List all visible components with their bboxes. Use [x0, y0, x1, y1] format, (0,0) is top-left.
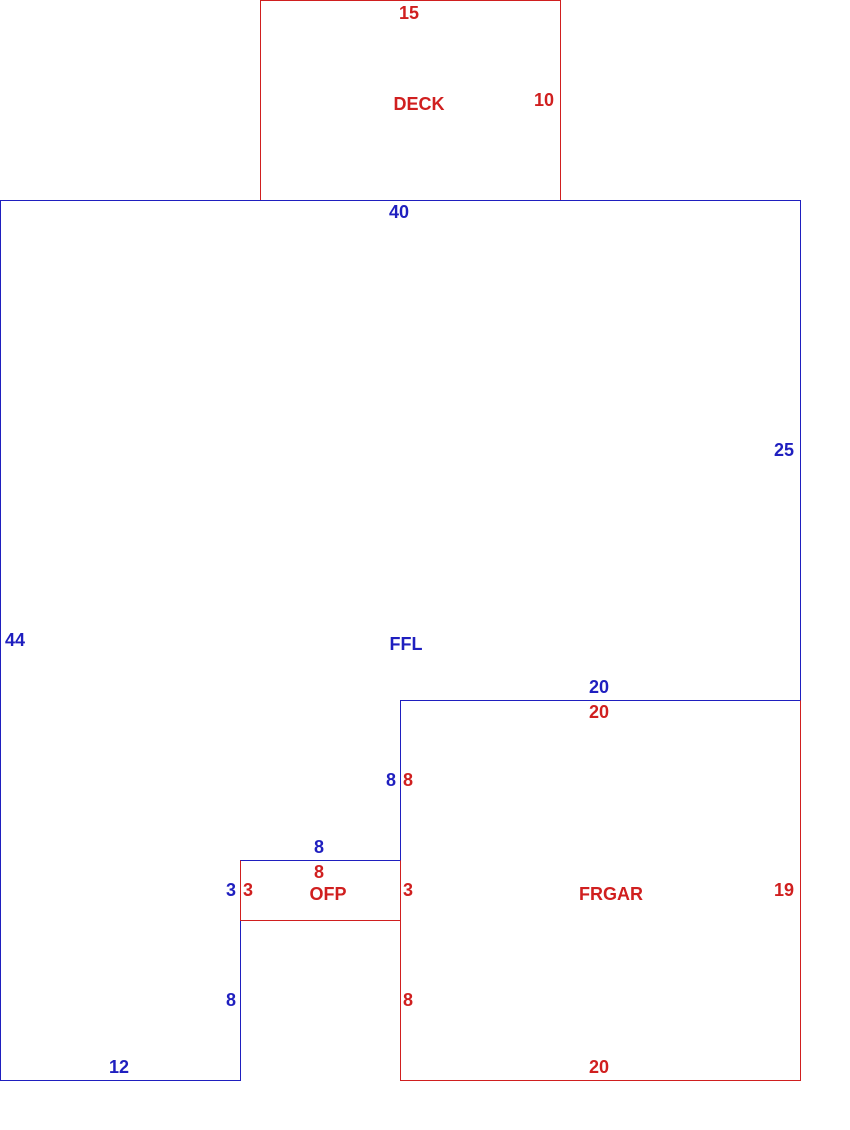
ofp-left-dimension: 3 — [243, 880, 253, 900]
frgar-outline — [400, 700, 801, 1081]
ofp-right-dimension: 3 — [403, 880, 413, 900]
frgar-right-dimension: 19 — [774, 880, 794, 900]
ffl-porch-left-dimension: 3 — [226, 880, 236, 900]
ofp-label: OFP — [309, 884, 346, 904]
ffl-step-left-dimension: 8 — [386, 770, 396, 790]
ffl-label: FFL — [390, 634, 423, 654]
ffl-bottom-dimension: 12 — [109, 1057, 129, 1077]
deck-right-dimension: 10 — [534, 90, 554, 110]
ffl-porch-top-dimension: 8 — [314, 837, 324, 857]
frgar-left-lower-dimension: 8 — [403, 990, 413, 1010]
deck-label: DECK — [393, 94, 444, 114]
frgar-bottom-dimension: 20 — [589, 1057, 609, 1077]
frgar-left-upper-dimension: 8 — [403, 770, 413, 790]
ffl-left-dimension: 44 — [5, 630, 25, 650]
ffl-top-dimension: 40 — [389, 202, 409, 222]
ffl-right-dimension: 25 — [774, 440, 794, 460]
frgar-top-dimension: 20 — [589, 702, 609, 722]
deck-top-dimension: 15 — [399, 3, 419, 23]
ffl-porch-lower-dimension: 8 — [226, 990, 236, 1010]
ofp-top-dimension: 8 — [314, 862, 324, 882]
frgar-label: FRGAR — [579, 884, 643, 904]
ffl-step-top-dimension: 20 — [589, 677, 609, 697]
ofp-outline — [240, 860, 401, 921]
